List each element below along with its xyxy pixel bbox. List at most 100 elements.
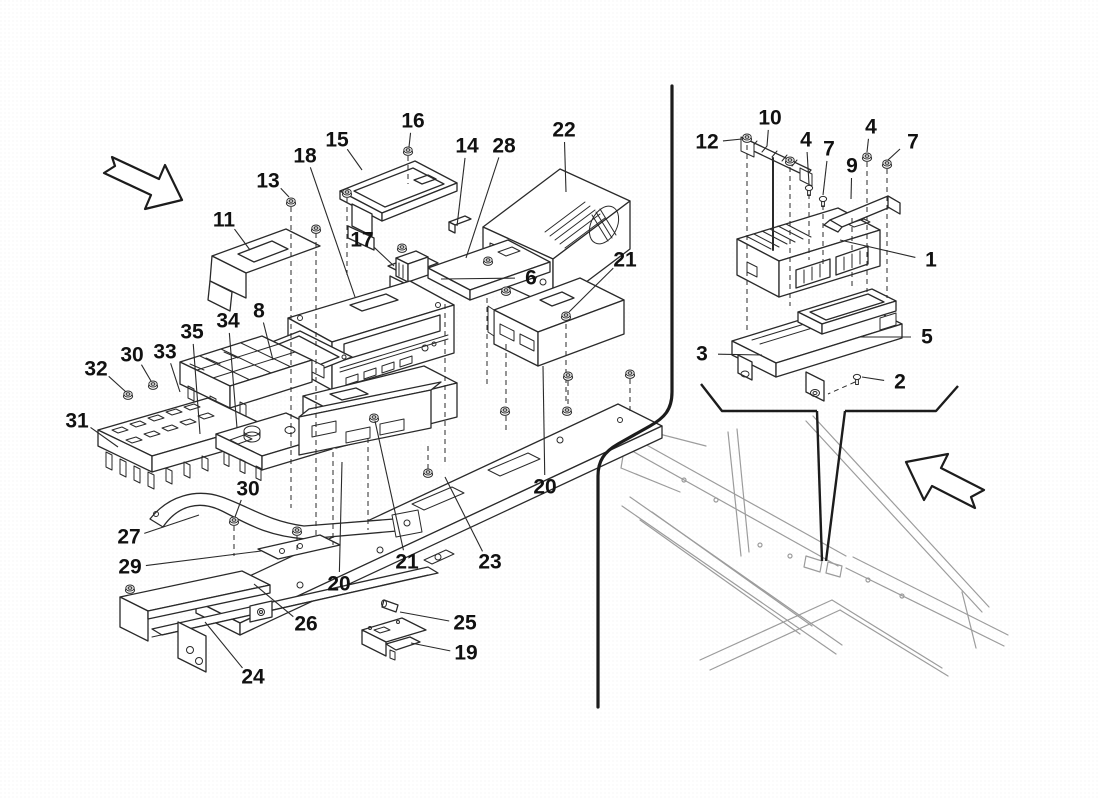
nut bbox=[291, 526, 303, 536]
panel-divider bbox=[596, 84, 674, 709]
nut bbox=[784, 156, 796, 166]
part-label-7-32: 7 bbox=[823, 138, 835, 161]
nut bbox=[368, 413, 380, 423]
leader-line-22-8 bbox=[563, 141, 567, 193]
alignment-dashed-lines bbox=[233, 145, 888, 556]
leader-line-9-33 bbox=[850, 177, 853, 200]
part-label-16-0: 16 bbox=[401, 110, 424, 133]
part-label-5-37: 5 bbox=[921, 326, 933, 349]
leader-line-25-27 bbox=[399, 611, 450, 622]
nut bbox=[500, 286, 512, 296]
nut bbox=[310, 224, 322, 234]
part-label-27-19: 27 bbox=[117, 526, 140, 549]
leader-line-15-1 bbox=[346, 148, 363, 171]
leader-line-33-14 bbox=[170, 363, 181, 393]
part-31-relay-plate bbox=[97, 397, 263, 490]
leader-line-31-17 bbox=[90, 426, 119, 448]
part-20-front-panel bbox=[298, 381, 442, 456]
leader-line-10-30 bbox=[766, 129, 769, 147]
leader-line-4-34 bbox=[866, 138, 870, 153]
part-label-34-12: 34 bbox=[216, 310, 240, 333]
part-21-tray bbox=[487, 277, 625, 367]
part-label-4-31: 4 bbox=[800, 129, 812, 152]
leader-line-21-10 bbox=[568, 267, 614, 313]
part-label-8-11: 8 bbox=[253, 300, 265, 323]
part-24-lower-bracket bbox=[119, 570, 271, 673]
nut bbox=[561, 406, 573, 416]
part-label-32-16: 32 bbox=[84, 358, 107, 381]
part-15-tray bbox=[339, 160, 458, 251]
part-label-11-4: 11 bbox=[213, 209, 236, 232]
part-14-clip bbox=[448, 215, 472, 234]
part-label-9-33: 9 bbox=[846, 155, 858, 178]
leader-line-3-38 bbox=[717, 353, 763, 356]
part-9-bracket-arm bbox=[823, 195, 901, 233]
part-label-20-24: 20 bbox=[533, 476, 556, 499]
nut-32 bbox=[122, 390, 134, 400]
leader-line-2-39 bbox=[861, 376, 885, 381]
leader-line-26-25 bbox=[253, 583, 294, 618]
leader-line-11-4 bbox=[234, 228, 251, 251]
leader-line-8-11 bbox=[262, 322, 274, 361]
part-26-rail bbox=[151, 566, 439, 638]
leader-line-18-2 bbox=[309, 167, 356, 298]
leader-line-6-9 bbox=[440, 277, 516, 280]
leader-line-13-3 bbox=[280, 187, 290, 198]
leader-line-21-22 bbox=[374, 420, 404, 551]
part-label-22-8: 22 bbox=[552, 119, 575, 142]
leader-line-24-26 bbox=[204, 621, 243, 669]
part-label-18-2: 18 bbox=[293, 145, 317, 168]
nut-12 bbox=[741, 133, 753, 143]
part-label-1-36: 1 bbox=[925, 249, 937, 272]
part-label-10-30: 10 bbox=[758, 107, 781, 130]
nut-4 bbox=[861, 152, 873, 162]
part-label-3-38: 3 bbox=[696, 343, 708, 366]
direction-arrow-northwest-icon bbox=[904, 452, 986, 510]
direction-arrow-southeast-icon bbox=[102, 155, 184, 211]
part-label-30-18: 30 bbox=[236, 478, 259, 501]
part-label-13-3: 13 bbox=[256, 170, 279, 193]
part-label-4-34: 4 bbox=[865, 116, 877, 139]
part-label-30-15: 30 bbox=[120, 344, 143, 367]
nut-7 bbox=[881, 159, 893, 169]
nut-21 bbox=[560, 311, 572, 321]
nut bbox=[341, 188, 353, 198]
nut-13 bbox=[285, 197, 297, 207]
part-label-14-6: 14 bbox=[455, 135, 479, 158]
part-5-inner-frame bbox=[797, 288, 897, 335]
nut-30 bbox=[147, 380, 159, 390]
part-label-33-14: 33 bbox=[153, 341, 176, 364]
part-label-31-17: 31 bbox=[65, 410, 89, 433]
part-label-2-39: 2 bbox=[894, 371, 906, 394]
leader-line-34-12 bbox=[228, 332, 238, 429]
leader-lines-layer bbox=[90, 129, 916, 669]
part-label-20-21: 20 bbox=[327, 573, 350, 596]
leader-line-30-18 bbox=[234, 499, 242, 518]
leader-line-19-28 bbox=[410, 642, 451, 652]
leader-line-20-24 bbox=[542, 365, 546, 476]
leader-line-1-36 bbox=[839, 239, 916, 258]
part-label-35-13: 35 bbox=[180, 321, 204, 344]
part-label-25-27: 25 bbox=[453, 612, 477, 635]
leader-line-32-16 bbox=[108, 375, 127, 393]
part-label-19-28: 19 bbox=[454, 642, 477, 665]
part-11-bracket-cover bbox=[207, 228, 321, 312]
leader-line-4-31 bbox=[806, 151, 810, 185]
nut bbox=[499, 406, 511, 416]
nut-16 bbox=[402, 146, 414, 156]
part-label-12-29: 12 bbox=[695, 131, 718, 154]
part-label-21-22: 21 bbox=[395, 551, 419, 574]
leader-line-14-6 bbox=[456, 157, 466, 227]
leader-line-30-15 bbox=[140, 364, 152, 382]
part-label-15-1: 15 bbox=[325, 129, 349, 152]
nut bbox=[562, 371, 574, 381]
part-label-17-5: 17 bbox=[350, 229, 373, 252]
nut bbox=[624, 369, 636, 379]
leader-line-17-5 bbox=[374, 247, 395, 267]
leader-line-7-35 bbox=[887, 148, 901, 161]
left-exploded-view bbox=[97, 160, 663, 673]
leader-line-12-29 bbox=[722, 138, 743, 142]
part-label-23-23: 23 bbox=[478, 551, 501, 574]
